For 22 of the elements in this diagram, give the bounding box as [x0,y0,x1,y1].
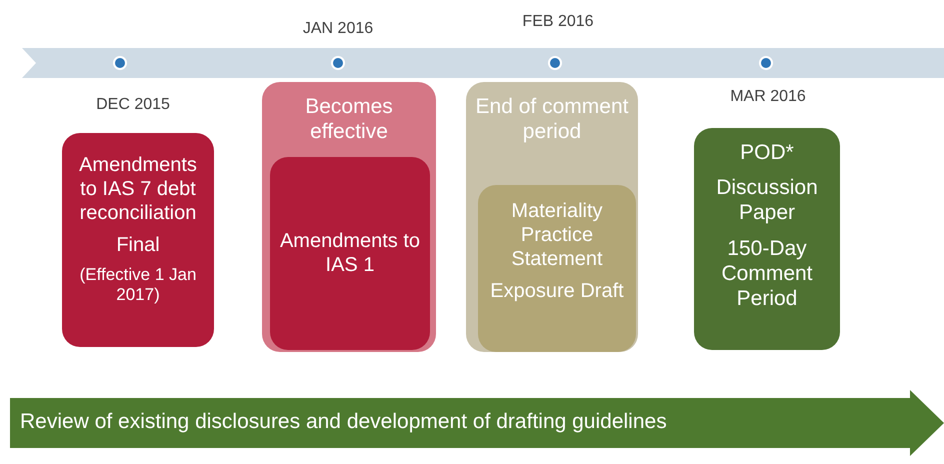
card-text: (Effective 1 Jan 2017) [78,265,198,306]
card-text: 150-Day Comment Period [720,236,814,312]
card-text: POD* [739,140,795,166]
date-label: MAR 2016 [730,88,806,106]
inner-card [270,157,430,350]
event-card [62,133,214,347]
event-card [466,82,638,352]
banner-text: Review of existing disclosures and development of drafting guidelines [20,410,667,434]
card-text: Amendments to IAS 1 [278,229,422,277]
card-text: End of comment period [474,94,630,144]
card-text: Exposure Draft [489,279,625,303]
date-label: DEC 2015 [96,96,170,114]
date-label: FEB 2016 [522,13,594,31]
event-card [262,82,436,352]
card-text: Becomes effective [304,94,394,144]
card-text: Final [115,233,161,257]
date-label: JAN 2016 [302,20,374,38]
inner-card [478,185,636,352]
card-text: Discussion Paper [715,175,819,226]
card-text: Materiality Practice Statement [510,199,604,271]
card-text: Amendments to IAS 7 debt reconciliation [78,153,198,225]
event-card [694,128,840,350]
